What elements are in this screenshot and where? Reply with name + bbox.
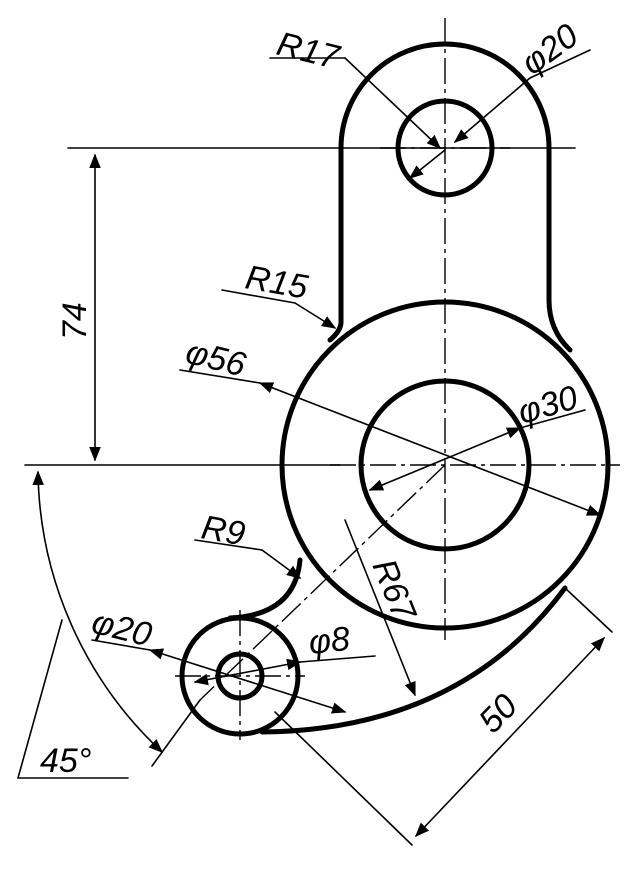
label-dia56: φ56 <box>182 333 249 384</box>
dia56-leader-extension <box>179 369 261 384</box>
label-dia8: φ8 <box>307 620 352 662</box>
r9-leader <box>261 549 302 579</box>
dia8-leader <box>193 658 302 686</box>
label-dia20-bottom: φ20 <box>88 603 155 654</box>
dia30-leader <box>368 427 522 491</box>
label-d74: 74 <box>56 302 94 340</box>
r67-dimension-line <box>344 519 416 697</box>
d50-extension-upper <box>564 587 613 633</box>
center-lines <box>175 18 620 740</box>
r9-fillet <box>227 557 303 621</box>
r15-leader <box>294 302 337 329</box>
dia20-top-leader-extension <box>529 49 591 79</box>
r15-fillet <box>327 317 344 343</box>
label-r9: R9 <box>199 508 248 553</box>
label-d50: 50 <box>471 687 525 741</box>
d50-extension-lower <box>274 711 413 846</box>
top-lug-outline <box>338 41 573 353</box>
d50-dimension-line <box>415 636 605 838</box>
label-dia20-top: φ20 <box>514 16 585 82</box>
dia20-top-inner-leader <box>408 149 446 179</box>
dimension-lines <box>17 49 613 846</box>
angle45-leader <box>17 619 63 779</box>
dia30-leader-extension <box>519 409 586 429</box>
label-r15: R15 <box>243 258 311 306</box>
dia8-leader-extension <box>299 655 376 663</box>
r9-leader-extension <box>194 539 263 551</box>
dia20-top-leader <box>453 77 531 143</box>
r17-leader <box>344 57 442 149</box>
dimension-labels: R17 φ20 74 R15 φ56 φ30 R67 R9 φ20 φ8 50 … <box>40 16 585 780</box>
label-dia30: φ30 <box>514 379 582 432</box>
angle45-slanted-extension <box>151 699 201 767</box>
label-r17: R17 <box>273 25 344 77</box>
r15-leader-extension <box>221 289 296 304</box>
angle45-arc <box>32 470 164 753</box>
label-angle45: 45° <box>40 742 91 780</box>
